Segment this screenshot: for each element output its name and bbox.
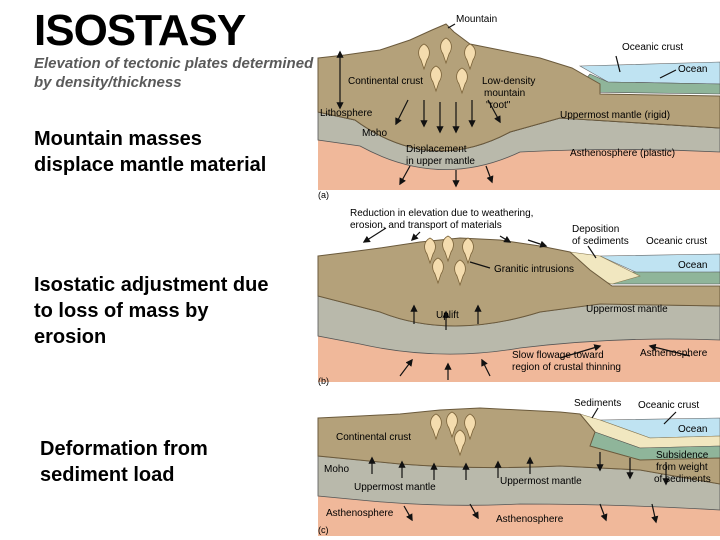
label-uppermost-mantle-c-left: Uppermost mantle <box>354 482 436 493</box>
ocean-water <box>578 61 720 85</box>
label-continental-crust-c: Continental crust <box>336 432 411 443</box>
label-asthenosphere-c-left: Asthenosphere <box>326 508 394 519</box>
label-deposition-1: Deposition <box>572 224 619 235</box>
label-oceanic-crust-c: Oceanic crust <box>638 400 699 411</box>
ocean-water-b <box>599 253 720 275</box>
panel-letter-b: (b) <box>318 376 329 386</box>
continental-crust-layer-c <box>317 407 720 485</box>
label-uppermost-mantle-b: Uppermost mantle <box>586 304 668 315</box>
label-reduction-2: erosion, and transport of materials <box>350 220 502 231</box>
panel-letter-a: (a) <box>318 190 329 200</box>
label-displacement-2: in upper mantle <box>406 156 475 167</box>
caption-mountain-masses: Mountain masses displace mantle material <box>34 128 267 176</box>
caption-isostatic-adjustment: Isostatic adjustment due to loss of mass… <box>34 274 269 348</box>
label-subsidence-1: Subsidence <box>656 450 709 461</box>
label-subsidence-2: from weight <box>656 462 708 473</box>
continental-crust-layer <box>317 23 720 152</box>
label-sediments: Sediments <box>574 398 621 409</box>
label-mountain: Mountain <box>456 14 497 25</box>
label-deposition-2: of sediments <box>572 236 629 247</box>
slide-title: ISOSTASY <box>34 6 246 55</box>
label-asthenosphere-b: Asthenosphere <box>640 348 708 359</box>
label-moho-c: Moho <box>324 464 349 475</box>
subsidence-arrows <box>368 407 677 524</box>
panel-a: Mountain Oceanic crust Ocean Continental… <box>317 14 720 200</box>
slide-subtitle: Elevation of tectonic plates determined … <box>34 55 314 91</box>
label-low-density-3: "root" <box>486 100 511 111</box>
label-ocean-a: Ocean <box>678 64 707 75</box>
label-granitic-intrusions: Granitic intrusions <box>494 264 574 275</box>
displacement-arrows <box>336 23 677 188</box>
label-oceanic-crust-a: Oceanic crust <box>622 42 683 53</box>
label-displacement-1: Displacement <box>406 144 467 155</box>
label-lithosphere: Lithosphere <box>320 108 373 119</box>
label-low-density-2: mountain <box>484 88 525 99</box>
label-reduction-1: Reduction in elevation due to weathering… <box>350 208 533 219</box>
panel-c: Sediments Oceanic crust Ocean Continenta… <box>317 398 720 536</box>
label-ocean-b: Ocean <box>678 260 707 271</box>
label-slow-flowage-2: region of crustal thinning <box>512 362 621 373</box>
label-uppermost-mantle-rigid: Uppermost mantle (rigid) <box>560 110 670 121</box>
label-asthenosphere-plastic: Asthenosphere (plastic) <box>570 148 675 159</box>
label-uplift: Uplift <box>436 310 459 321</box>
label-continental-crust-a: Continental crust <box>348 76 423 87</box>
label-moho-a: Moho <box>362 128 387 139</box>
panel-letter-c: (c) <box>318 525 329 535</box>
caption-sediment-load: Deformation from sediment load <box>40 438 208 486</box>
label-uppermost-mantle-c-right: Uppermost mantle <box>500 476 582 487</box>
uplift-arrows <box>362 227 691 380</box>
label-ocean-c: Ocean <box>678 424 707 435</box>
label-subsidence-3: of sediments <box>654 474 711 485</box>
label-oceanic-crust-b: Oceanic crust <box>646 236 707 247</box>
panel-b: Reduction in elevation due to weathering… <box>317 208 720 386</box>
label-slow-flowage-1: Slow flowage toward <box>512 350 604 361</box>
label-low-density-1: Low-density <box>482 76 535 87</box>
continental-crust-layer-b <box>317 237 720 327</box>
label-asthenosphere-c-right: Asthenosphere <box>496 514 564 525</box>
